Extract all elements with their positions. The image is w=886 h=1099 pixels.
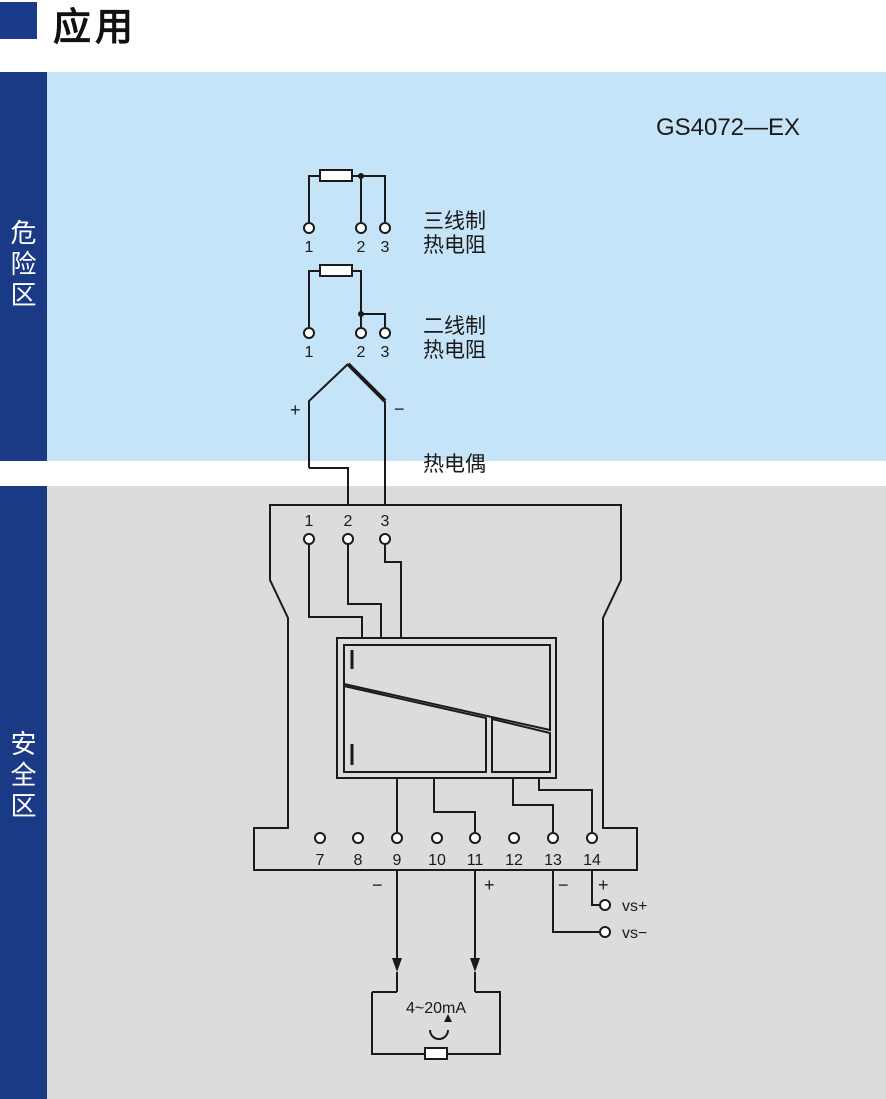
- rtd3-terminal-1: 1: [305, 239, 314, 256]
- safe-zone: [47, 486, 886, 1099]
- arrow-left-icon: [392, 958, 402, 972]
- rtd3-label-line1: 三线制: [423, 210, 486, 233]
- header-square-icon: [0, 2, 37, 39]
- two-wire-rtd: [303, 264, 391, 339]
- input-terminal-1: 1: [305, 513, 314, 530]
- load-label: 4~20mA: [406, 1000, 466, 1017]
- supply-pos-sign: +: [598, 875, 609, 895]
- arrow-right-icon: [470, 958, 480, 972]
- output-terminal-7: 7: [316, 852, 325, 869]
- module-housing: [253, 504, 638, 871]
- output-terminal-8: 8: [354, 852, 363, 869]
- output-terminal-10: 10: [428, 852, 446, 869]
- page-title: 应用: [53, 5, 138, 49]
- output-terminal-14: 14: [583, 852, 601, 869]
- rtd2-terminal-1: 1: [305, 344, 314, 361]
- hazardous-zone: [47, 72, 886, 461]
- loop-neg-sign: −: [372, 875, 383, 895]
- thermocouple-label: 热电偶: [423, 453, 486, 476]
- signal-block: [336, 637, 557, 779]
- supply-neg-label: vs−: [622, 925, 647, 942]
- rtd2-label-line2: 热电阻: [423, 339, 486, 362]
- rtd2-terminal-2: 2: [357, 344, 366, 361]
- rtd2-resistor-icon: [319, 264, 353, 277]
- rtd3-terminal-2: 2: [357, 239, 366, 256]
- supply-pos-label: vs+: [622, 898, 647, 915]
- safe-zone-bar: [0, 486, 47, 1099]
- output-terminal-9: 9: [393, 852, 402, 869]
- load-resistor-icon: [424, 1047, 448, 1060]
- model-label: GS4072—EX: [656, 114, 800, 141]
- rtd3-resistor-icon: [319, 169, 353, 182]
- tc-minus-sign: −: [394, 399, 405, 419]
- rtd3-terminal-3: 3: [381, 239, 390, 256]
- safe-zone-label: 安全区: [10, 730, 37, 822]
- rotation-arrow-icon: [429, 1029, 449, 1040]
- thermocouple: [308, 362, 387, 505]
- rtd2-terminal-3: 3: [381, 344, 390, 361]
- output-terminal-13: 13: [544, 852, 562, 869]
- output-terminal-12: 12: [505, 852, 523, 869]
- input-terminal-2: 2: [344, 513, 353, 530]
- hazardous-zone-label: 危险区: [10, 219, 37, 311]
- three-wire-rtd: [303, 169, 391, 234]
- input-terminal-3: 3: [381, 513, 390, 530]
- loop-pos-sign: +: [484, 875, 495, 895]
- rtd3-label-line2: 热电阻: [423, 234, 486, 257]
- tc-plus-sign: +: [290, 400, 301, 420]
- rtd2-label-line1: 二线制: [423, 315, 486, 338]
- output-terminal-11: 11: [467, 852, 484, 869]
- hazardous-zone-bar: [0, 72, 47, 461]
- supply-neg-sign: −: [558, 875, 569, 895]
